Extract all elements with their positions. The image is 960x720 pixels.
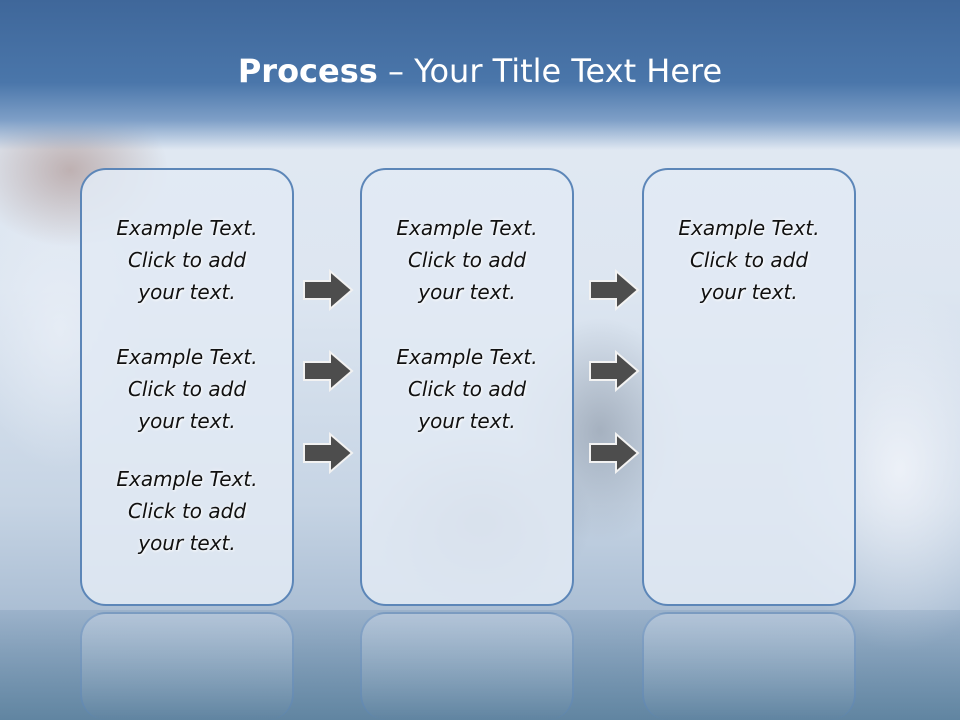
text-line: Example Text.	[116, 345, 258, 369]
process-panel-1[interactable]: Example Text. Click to add your text. Ex…	[80, 168, 294, 606]
text-line: your text.	[418, 280, 516, 304]
title-bold: Process	[237, 52, 378, 90]
text-line: Click to add	[407, 248, 527, 272]
process-panel-3[interactable]: Example Text. Click to add your text.	[642, 168, 856, 606]
right-arrow-icon	[303, 431, 354, 475]
text-line: Click to add	[407, 377, 527, 401]
text-line: Click to add	[127, 248, 247, 272]
panel-1-text-2[interactable]: Example Text. Click to add your text.	[82, 341, 292, 437]
title-rest: – Your Title Text Here	[377, 52, 723, 90]
text-line: Click to add	[689, 248, 809, 272]
panel-3-reflection	[642, 612, 856, 720]
right-arrow-icon	[589, 431, 640, 475]
text-line: Example Text.	[396, 345, 538, 369]
panel-1-text-3[interactable]: Example Text. Click to add your text.	[82, 463, 292, 559]
panel-3-text-1[interactable]: Example Text. Click to add your text.	[644, 212, 854, 308]
panel-1-reflection	[80, 612, 294, 720]
text-line: Example Text.	[678, 216, 820, 240]
text-line: Click to add	[127, 499, 247, 523]
text-line: your text.	[418, 409, 516, 433]
panel-1-text-1[interactable]: Example Text. Click to add your text.	[82, 212, 292, 308]
right-arrow-icon	[589, 268, 640, 312]
text-line: your text.	[138, 280, 236, 304]
title-bar	[0, 0, 960, 150]
text-line: Click to add	[127, 377, 247, 401]
slide-title[interactable]: Process – Your Title Text Here	[0, 52, 960, 90]
right-arrow-icon	[303, 268, 354, 312]
text-line: your text.	[138, 409, 236, 433]
text-line: Example Text.	[396, 216, 538, 240]
process-panel-2[interactable]: Example Text. Click to add your text. Ex…	[360, 168, 574, 606]
text-line: Example Text.	[116, 467, 258, 491]
panel-2-reflection	[360, 612, 574, 720]
background-tint	[0, 610, 960, 720]
right-arrow-icon	[589, 349, 640, 393]
text-line: your text.	[700, 280, 798, 304]
right-arrow-icon	[303, 349, 354, 393]
panel-2-text-1[interactable]: Example Text. Click to add your text.	[362, 212, 572, 308]
text-line: your text.	[138, 531, 236, 555]
panel-2-text-2[interactable]: Example Text. Click to add your text.	[362, 341, 572, 437]
text-line: Example Text.	[116, 216, 258, 240]
